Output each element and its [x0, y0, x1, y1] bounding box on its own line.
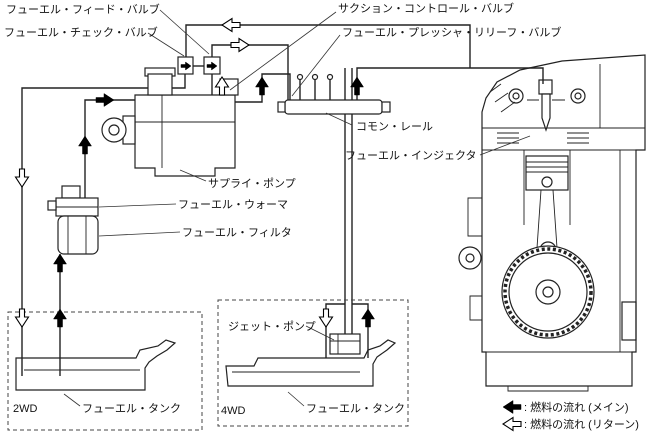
label-fuel-filter: フューエル・フィルタ: [182, 226, 292, 239]
label-4wd: 4WD: [221, 405, 246, 417]
main-flow-arrow: [361, 308, 375, 328]
main-flow-arrow: [350, 76, 364, 96]
return-flow-arrow: [214, 75, 230, 96]
legend-return-flow: : 燃料の流れ (リターン): [524, 417, 639, 431]
tank-4wd-dashed-border: [217, 299, 409, 427]
flywheel: [501, 245, 595, 339]
idler-pulley: [458, 246, 482, 270]
fuel-injector: [527, 79, 565, 132]
pump-body: [134, 94, 236, 177]
engine-outline: [481, 54, 646, 387]
main-flow-arrow: [255, 76, 269, 96]
label-fuel-tank-4wd: フューエル・タンク: [306, 402, 405, 415]
jet-pump: [329, 333, 361, 355]
label-supply-pump: サプライ・ポンプ: [208, 177, 296, 190]
return-flow-arrow: [318, 308, 334, 329]
label-fuel-injector: フューエル・インジェクタ: [345, 149, 477, 162]
main-flow-arrow: [95, 93, 115, 107]
pipe-4wd-supply-stub: [352, 303, 369, 358]
main-flow-arrow: [206, 61, 218, 71]
label-fuel-pressure-relief-valve: フューエル・プレッシャ・リリーフ・バルブ: [342, 25, 561, 39]
label-fuel-warmer: フューエル・ウォーマ: [178, 198, 288, 211]
labels: フューエル・フィード・バルブ フューエル・チェック・バルブ サクション・コントロ…: [4, 1, 561, 417]
pipe-return-2wd: [21, 74, 186, 376]
tank-2wd-dashed-border: [7, 311, 203, 431]
label-fuel-feed-valve: フューエル・フィード・バルブ: [6, 2, 160, 16]
label-suction-control-valve: サクション・コントロール・バルブ: [338, 1, 514, 15]
piston: [525, 155, 569, 191]
main-flow-arrow: [78, 135, 92, 155]
return-flow-arrow: [14, 308, 30, 329]
main-flow-arrow: [53, 253, 67, 273]
fuel-filter: [57, 215, 99, 255]
engine: [458, 54, 646, 392]
tank-4wd-outline: [225, 339, 397, 387]
common-rail: [277, 99, 391, 115]
flow-arrows: [14, 17, 375, 329]
main-flow-arrow: [53, 308, 67, 328]
tank-2wd-outline: [15, 339, 177, 391]
label-jet-pump: ジェット・ポンプ: [228, 320, 316, 333]
supply-pump: [101, 56, 239, 177]
label-fuel-check-valve: フューエル・チェック・バルブ: [4, 25, 158, 39]
pipe-top-return: [185, 24, 471, 68]
return-flow-arrow-icon: [501, 416, 522, 432]
pump-coupling: [101, 117, 127, 143]
fuel-tank-4wd-box: [217, 299, 409, 427]
main-flow-arrow: [180, 61, 192, 71]
return-flow-arrow: [220, 17, 241, 33]
label-fuel-tank-2wd: フューエル・タンク: [82, 402, 181, 415]
pipe-pump-to-rail: [235, 73, 291, 103]
fuel-filter-assembly: [47, 185, 99, 255]
fuel-tank-2wd-box: [7, 311, 203, 431]
label-2wd: 2WD: [13, 403, 38, 415]
pipe-filter-to-pump: [84, 99, 136, 198]
pipe-4wd-return-stub: [325, 303, 345, 358]
label-common-rail: コモン・レール: [356, 121, 433, 133]
return-flow-arrow: [230, 37, 251, 53]
return-flow-arrow: [14, 168, 30, 189]
main-flow-arrow-icon: [502, 400, 522, 414]
leader-lines: [63, 9, 531, 407]
legend-main-flow: : 燃料の流れ (メイン): [524, 400, 629, 414]
legend: : 燃料の流れ (メイン) : 燃料の流れ (リターン): [501, 400, 639, 432]
